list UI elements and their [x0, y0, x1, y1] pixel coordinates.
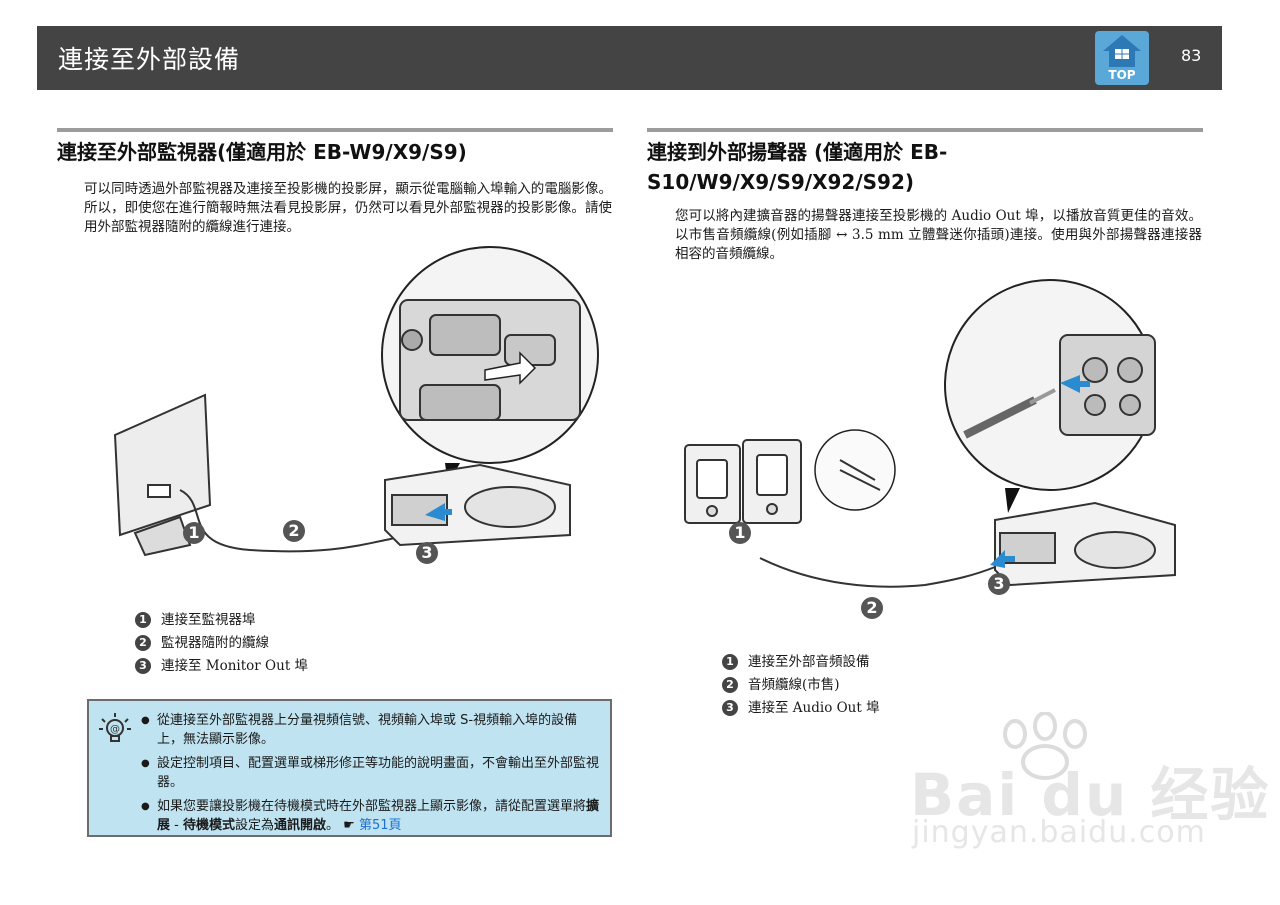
lightbulb-icon: @	[99, 713, 131, 742]
chapter-title: 連接至外部設備	[58, 45, 241, 74]
callout-2: 2	[861, 597, 883, 619]
legend-number: 2	[135, 635, 151, 651]
legend-text: 連接至 Audio Out 埠	[748, 700, 880, 716]
left-legend: 1 連接至監視器埠 2 監視器隨附的纜線 3 連接至 Monitor Out 埠	[135, 611, 308, 675]
legend-item: 3 連接至 Monitor Out 埠	[135, 657, 308, 675]
legend-item: 1 連接至外部音頻設備	[722, 653, 880, 671]
note-text: 如果您要讓投影機在待機模式時在外部監視器上顯示影像，請從配置選單將	[157, 799, 587, 814]
callout-1: 1	[729, 522, 751, 544]
left-paragraph: 可以同時透過外部監視器及連接至投影機的投影屏，顯示從電腦輸入埠輸入的電腦影像。所…	[84, 181, 612, 235]
page-header: 連接至外部設備 TOP 83	[37, 26, 1222, 90]
option-comm-on: 通訊開啟	[274, 818, 327, 833]
callout-1: 1	[183, 522, 205, 544]
svg-text:@: @	[110, 724, 120, 735]
legend-number: 1	[135, 612, 151, 628]
note-item: 從連接至外部監視器上分量視頻信號、視頻輸入埠或 S-視頻輸入埠的設備上，無法顯示…	[141, 711, 601, 749]
legend-number: 3	[135, 658, 151, 674]
right-paragraph: 您可以將內建擴音器的揚聲器連接至投影機的 Audio Out 埠，以播放音質更佳…	[675, 208, 1202, 262]
legend-text: 連接至外部音頻設備	[748, 654, 870, 670]
callout-2: 2	[283, 520, 305, 542]
legend-item: 3 連接至 Audio Out 埠	[722, 699, 880, 717]
note-item: 設定控制項目、配置選單或梯形修正等功能的說明畫面，不會輸出至外部監視器。	[141, 754, 601, 792]
note-text: 設定為	[235, 818, 275, 833]
section-rule	[647, 128, 1203, 132]
right-heading: 連接到外部揚聲器 (僅適用於 EB-S10/W9/X9/S9/X92/S92)	[647, 140, 948, 194]
paw-logo-icon	[1003, 712, 1087, 780]
monitor-connection-illustration	[113, 246, 599, 557]
legend-item: 2 監視器隨附的纜線	[135, 634, 308, 652]
section-rule	[57, 128, 613, 132]
menu-standby-mode: 待機模式	[182, 818, 235, 833]
legend-number: 3	[722, 700, 738, 716]
legend-item: 2 音頻纜線(市售)	[722, 676, 880, 694]
legend-text: 連接至監視器埠	[161, 612, 256, 628]
page-number: 83	[1181, 46, 1202, 65]
note-text: 。 ☛	[326, 818, 359, 833]
legend-item: 1 連接至監視器埠	[135, 611, 308, 629]
top-label: TOP	[1108, 68, 1136, 82]
house-icon	[1103, 35, 1141, 67]
legend-text: 連接至 Monitor Out 埠	[161, 658, 309, 674]
callout-3: 3	[988, 573, 1010, 595]
right-legend: 1 連接至外部音頻設備 2 音頻纜線(市售) 3 連接至 Audio Out 埠	[722, 653, 880, 717]
speaker-connection-illustration	[684, 279, 1176, 588]
note-list: 從連接至外部監視器上分量視頻信號、視頻輸入埠或 S-視頻輸入埠的設備上，無法顯示…	[141, 711, 601, 840]
left-heading: 連接至外部監視器(僅適用於 EB-W9/X9/S9)	[57, 140, 467, 164]
menu-extended: 擴展	[157, 799, 600, 833]
watermark-url: jingyan.baidu.com	[912, 815, 1206, 850]
note-box: @ 從連接至外部監視器上分量視頻信號、視頻輸入埠或 S-視頻輸入埠的設備上，無法…	[87, 699, 612, 837]
note-item: 如果您要讓投影機在待機模式時在外部監視器上顯示影像，請從配置選單將擴展 - 待機…	[141, 797, 601, 835]
watermark-logo: Bai du 经验	[910, 761, 1271, 829]
legend-number: 2	[722, 677, 738, 693]
callout-3: 3	[416, 542, 438, 564]
page-link[interactable]: 第51頁	[358, 818, 402, 833]
legend-text: 監視器隨附的纜線	[161, 635, 269, 651]
note-separator: -	[170, 818, 183, 833]
top-button[interactable]: TOP	[1095, 31, 1149, 85]
legend-text: 音頻纜線(市售)	[748, 677, 840, 693]
legend-number: 1	[722, 654, 738, 670]
